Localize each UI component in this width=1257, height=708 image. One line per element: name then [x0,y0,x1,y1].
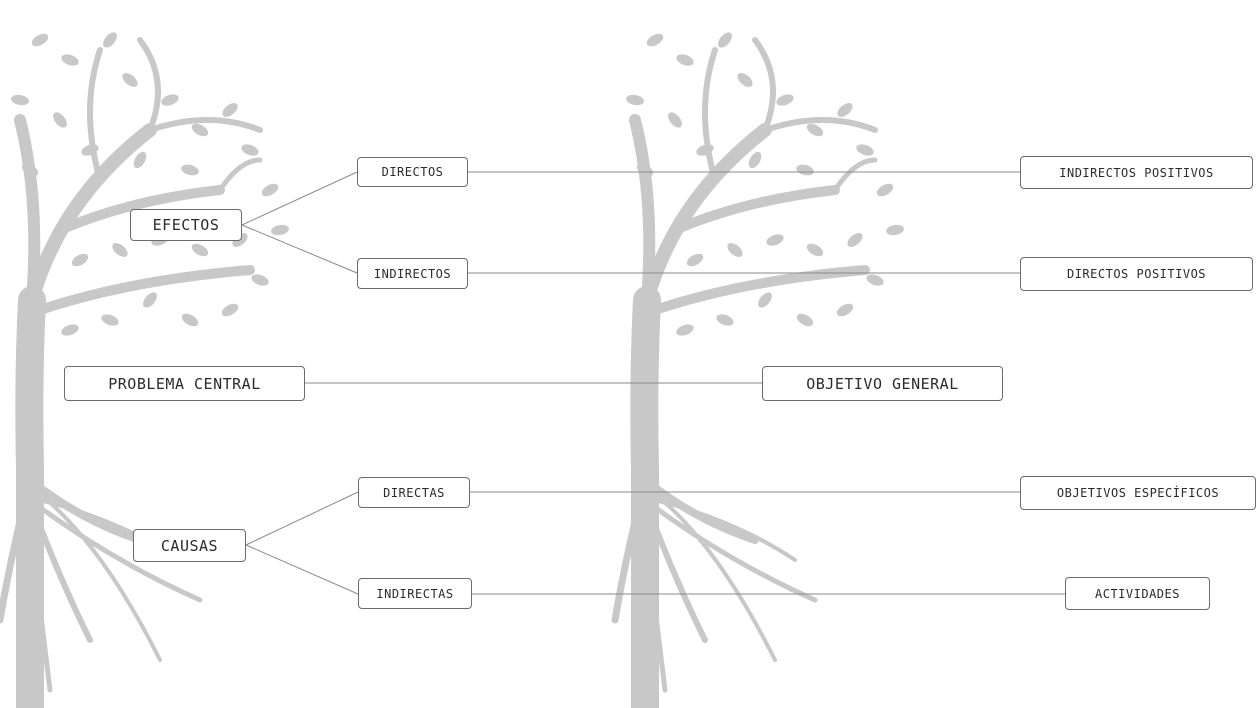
left-tree-illustration [0,32,289,708]
node-objetivos-especificos: OBJETIVOS ESPECÍFICOS [1020,476,1256,510]
node-efectos: EFECTOS [130,209,242,241]
connector-causas-indirectas [245,544,359,595]
connector-efectos-directos [241,171,358,226]
connector-efectos-indirectos [241,224,358,274]
node-actividades: ACTIVIDADES [1065,577,1210,610]
connector-causas-directas [245,491,359,546]
node-causas-directas: DIRECTAS [358,477,470,508]
node-problema-central: PROBLEMA CENTRAL [64,366,305,401]
node-causas: CAUSAS [133,529,246,562]
node-directos-positivos: DIRECTOS POSITIVOS [1020,257,1253,291]
node-objetivo-general: OBJETIVO GENERAL [762,366,1003,401]
node-efectos-directos: DIRECTOS [357,157,468,187]
node-causas-indirectas: INDIRECTAS [358,578,472,609]
node-indirectos-positivos: INDIRECTOS POSITIVOS [1020,156,1253,189]
node-efectos-indirectos: INDIRECTOS [357,258,468,289]
